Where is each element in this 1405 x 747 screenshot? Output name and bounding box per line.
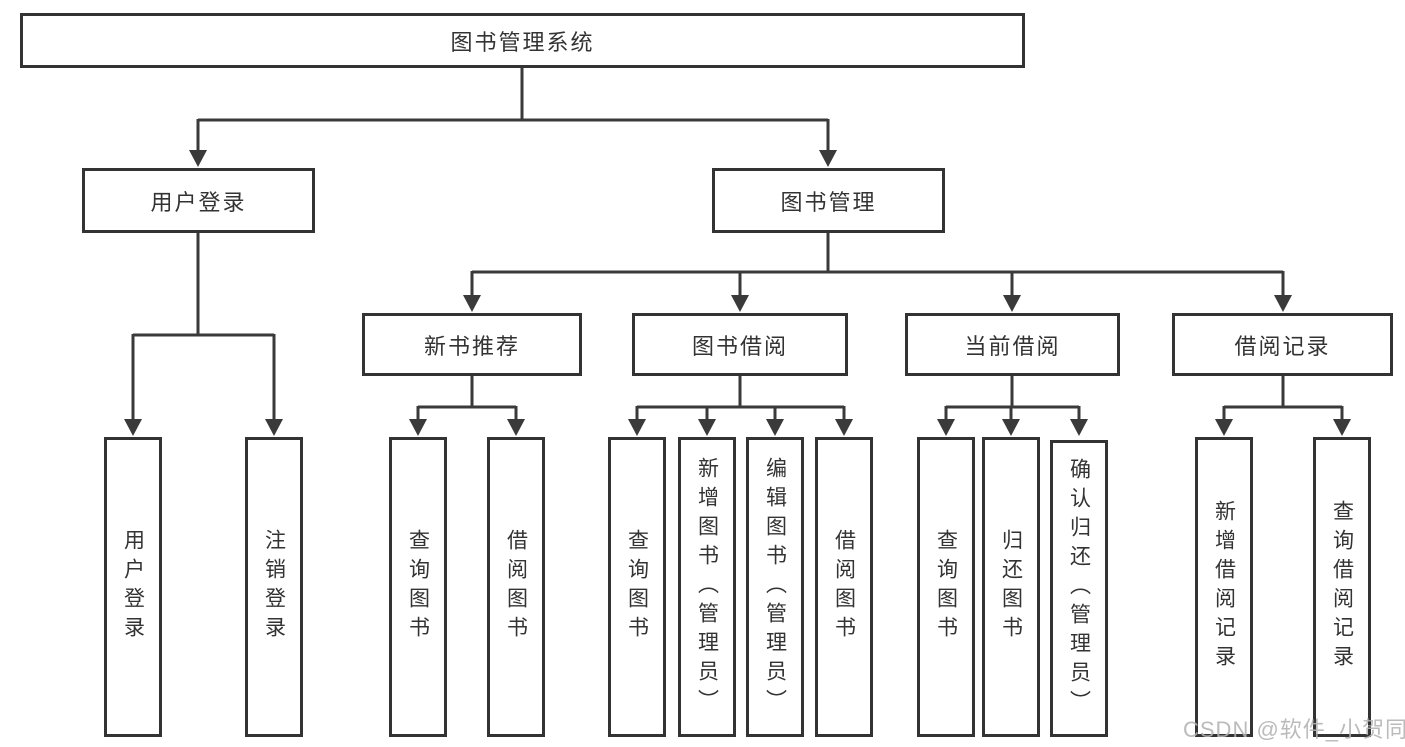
arrowhead-icon xyxy=(189,150,207,167)
node-library-management-system: 图书管理系统 xyxy=(20,13,1025,68)
leaf-query-book-current: 查询图书 xyxy=(917,437,975,737)
leaf-add-book-admin: 新增图书（管理员） xyxy=(678,437,736,737)
arrowhead-icon xyxy=(124,419,142,436)
leaf-confirm-return-admin: 确认归还（管理员） xyxy=(1050,440,1108,737)
arrowhead-icon xyxy=(265,419,283,436)
node-borrowing-records: 借阅记录 xyxy=(1172,313,1393,376)
node-book-borrowing: 图书借阅 xyxy=(632,313,848,376)
leaf-logout: 注销登录 xyxy=(245,437,303,737)
arrowhead-icon xyxy=(1215,419,1233,436)
node-book-management: 图书管理 xyxy=(712,168,945,233)
arrowhead-icon xyxy=(1002,419,1020,436)
arrowhead-icon xyxy=(698,419,716,436)
leaf-user-login: 用户登录 xyxy=(104,437,162,737)
node-current-borrowing: 当前借阅 xyxy=(905,313,1120,376)
arrowhead-icon xyxy=(731,295,749,312)
arrowhead-icon xyxy=(819,150,837,167)
arrowhead-icon xyxy=(937,419,955,436)
arrowhead-icon xyxy=(628,419,646,436)
arrowhead-icon xyxy=(507,419,525,436)
node-user-login: 用户登录 xyxy=(82,168,315,233)
leaf-return-book: 归还图书 xyxy=(982,437,1040,737)
leaf-query-borrow-record: 查询借阅记录 xyxy=(1313,437,1371,737)
arrowhead-icon xyxy=(463,295,481,312)
leaf-edit-book-admin: 编辑图书（管理员） xyxy=(746,437,804,737)
arrowhead-icon xyxy=(835,419,853,436)
node-new-book-recommend: 新书推荐 xyxy=(362,313,582,376)
arrowhead-icon xyxy=(1274,295,1292,312)
csdn-watermark: CSDN @软件_小贺同学 xyxy=(1183,717,1405,742)
leaf-borrow-book-recommend: 借阅图书 xyxy=(487,437,545,737)
arrowhead-icon xyxy=(1333,419,1351,436)
arrowhead-icon xyxy=(1003,295,1021,312)
leaf-query-book-borrowing: 查询图书 xyxy=(608,437,666,737)
arrowhead-icon xyxy=(1070,419,1088,436)
leaf-query-book-recommend: 查询图书 xyxy=(389,437,447,737)
leaf-borrow-book-borrowing: 借阅图书 xyxy=(815,437,873,737)
leaf-add-borrow-record: 新增借阅记录 xyxy=(1195,437,1253,737)
arrowhead-icon xyxy=(766,419,784,436)
arrowhead-icon xyxy=(409,419,427,436)
